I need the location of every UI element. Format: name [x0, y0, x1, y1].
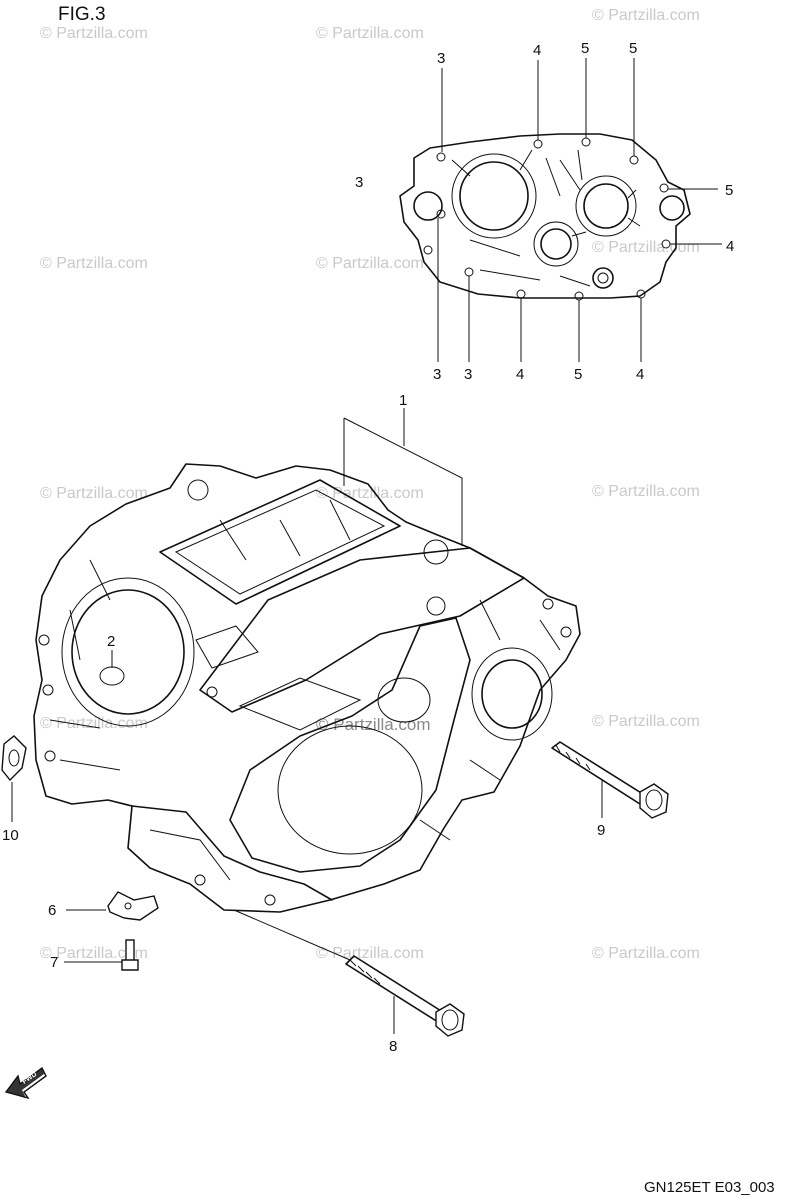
callout-3: 3: [355, 174, 363, 191]
watermark: © Partzilla.com: [316, 25, 424, 42]
part-7-bolt-drawing: [121, 939, 139, 971]
callout-2: 2: [107, 633, 115, 650]
watermark: © Partzilla.com: [592, 483, 700, 500]
watermark: © Partzilla.com: [316, 255, 424, 272]
callout-5: 5: [725, 182, 733, 199]
callout-6: 6: [48, 902, 56, 919]
watermark: © Partzilla.com: [592, 239, 700, 256]
callout-5: 5: [581, 40, 589, 57]
watermark: © Partzilla.com: [592, 713, 700, 730]
callout-3: 3: [433, 366, 441, 383]
watermark: © Partzilla.com: [40, 485, 148, 502]
watermark: © Partzilla.com: [40, 945, 148, 962]
callout-5: 5: [574, 366, 582, 383]
callout-9: 9: [597, 822, 605, 839]
watermark: © Partzilla.com: [316, 485, 424, 502]
callout-3: 3: [464, 366, 472, 383]
part-1-leader: [343, 408, 463, 546]
callout-5: 5: [629, 40, 637, 57]
callout-8: 8: [389, 1038, 397, 1055]
drawing-code: GN125ET E03_003: [644, 1179, 775, 1196]
callout-10: 10: [2, 827, 19, 844]
callout-4: 4: [533, 42, 541, 59]
part-10-washer-drawing: [1, 735, 27, 782]
watermark: © Partzilla.com: [592, 7, 700, 24]
callout-4: 4: [636, 366, 644, 383]
figure-label: FIG.3: [58, 4, 106, 25]
watermark: © Partzilla.com: [592, 945, 700, 962]
callout-3: 3: [437, 50, 445, 67]
callout-7: 7: [50, 954, 58, 971]
inset-callouts: 3 4 5 5 3 5 4 3 3 4 5 4: [355, 40, 734, 383]
crankcase-inset-drawing: [399, 133, 691, 301]
part-8-bolt-drawing: [233, 909, 465, 1037]
watermark: © Partzilla.com: [40, 715, 148, 732]
callout-4: 4: [726, 238, 734, 255]
crankcase-assembly-drawing: [33, 463, 581, 913]
watermark-center: © Partzilla.com: [316, 715, 431, 734]
inset-leaders: [437, 58, 722, 362]
callout-4: 4: [516, 366, 524, 383]
forward-arrow-icon: FWD: [4, 1066, 47, 1100]
watermark: © Partzilla.com: [316, 945, 424, 962]
part-6-plate-drawing: [107, 891, 159, 921]
part-9-bolt-drawing: [551, 741, 669, 819]
watermark: © Partzilla.com: [40, 25, 148, 42]
watermark: © Partzilla.com: [40, 255, 148, 272]
callout-1: 1: [399, 392, 407, 409]
watermarks: © Partzilla.com © Partzilla.com © Partzi…: [40, 7, 700, 962]
